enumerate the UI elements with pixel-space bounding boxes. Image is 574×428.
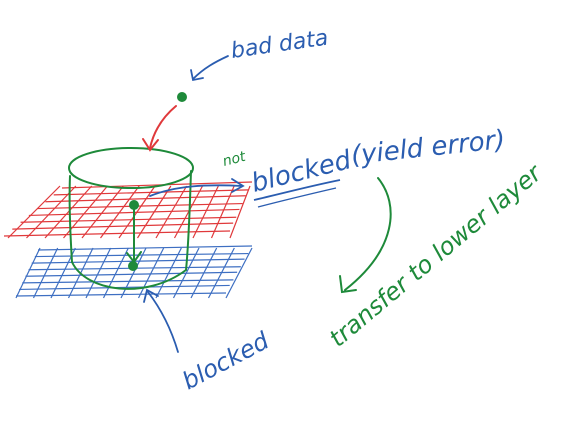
red-grid-stroke <box>61 181 253 189</box>
red-grid-stroke <box>12 222 234 230</box>
red-grid-stroke <box>81 185 124 239</box>
cylinder-right-side <box>185 170 192 271</box>
bad-data-arrow <box>190 55 229 82</box>
red-grid-stroke <box>136 185 172 239</box>
cylinder-left-side <box>68 175 73 263</box>
blocked-underline <box>253 179 341 201</box>
red-grid-stroke <box>20 216 237 223</box>
red-grid-stroke <box>155 185 188 239</box>
blue-grid-stroke <box>22 279 234 284</box>
blue-grid-stroke <box>85 247 112 299</box>
blue-grid-stroke <box>37 245 253 251</box>
blue-grid-stroke <box>32 247 59 299</box>
blue-grid-stroke <box>19 284 230 291</box>
blue-grid-stroke <box>225 247 253 299</box>
red-grid-stroke <box>210 185 235 239</box>
transfer-arrow <box>339 177 392 294</box>
not-blocked-arrow <box>149 178 245 197</box>
red-grid-stroke <box>3 230 231 237</box>
not-label: not <box>221 149 248 170</box>
blue-grid-stroke <box>172 247 200 299</box>
blue-grid-stroke <box>15 292 227 297</box>
drop-arrow <box>142 105 177 152</box>
blue-grid-stroke <box>15 247 41 299</box>
cylinder <box>68 92 194 290</box>
red-grid-stroke <box>44 185 93 239</box>
blue-grid-stroke <box>207 247 235 299</box>
cylinder-bottom <box>71 261 187 290</box>
lower-node <box>128 261 138 271</box>
blue-grid-stroke <box>102 247 129 299</box>
red-grid-stroke <box>192 185 219 239</box>
red-grid-layer <box>3 181 253 239</box>
blue-grid-stroke <box>31 258 245 264</box>
blue-grid-stroke <box>137 247 165 299</box>
bad-data-node <box>177 92 187 102</box>
red-grid-stroke <box>7 185 61 239</box>
blue-grid-stroke <box>155 247 182 299</box>
red-grid-stroke <box>229 185 251 239</box>
blue-grid-stroke <box>25 271 238 277</box>
blocked-underline-2 <box>257 187 337 208</box>
red-grid-stroke <box>100 185 140 239</box>
cylinder-top <box>68 147 194 189</box>
blue-grid-stroke <box>190 247 218 299</box>
red-grid-stroke <box>26 185 77 239</box>
blocked-arrow <box>143 288 179 353</box>
red-grid-stroke <box>118 185 156 239</box>
upper-node <box>129 200 139 210</box>
blue-grid-stroke <box>34 252 249 258</box>
red-grid-stroke <box>173 185 204 239</box>
